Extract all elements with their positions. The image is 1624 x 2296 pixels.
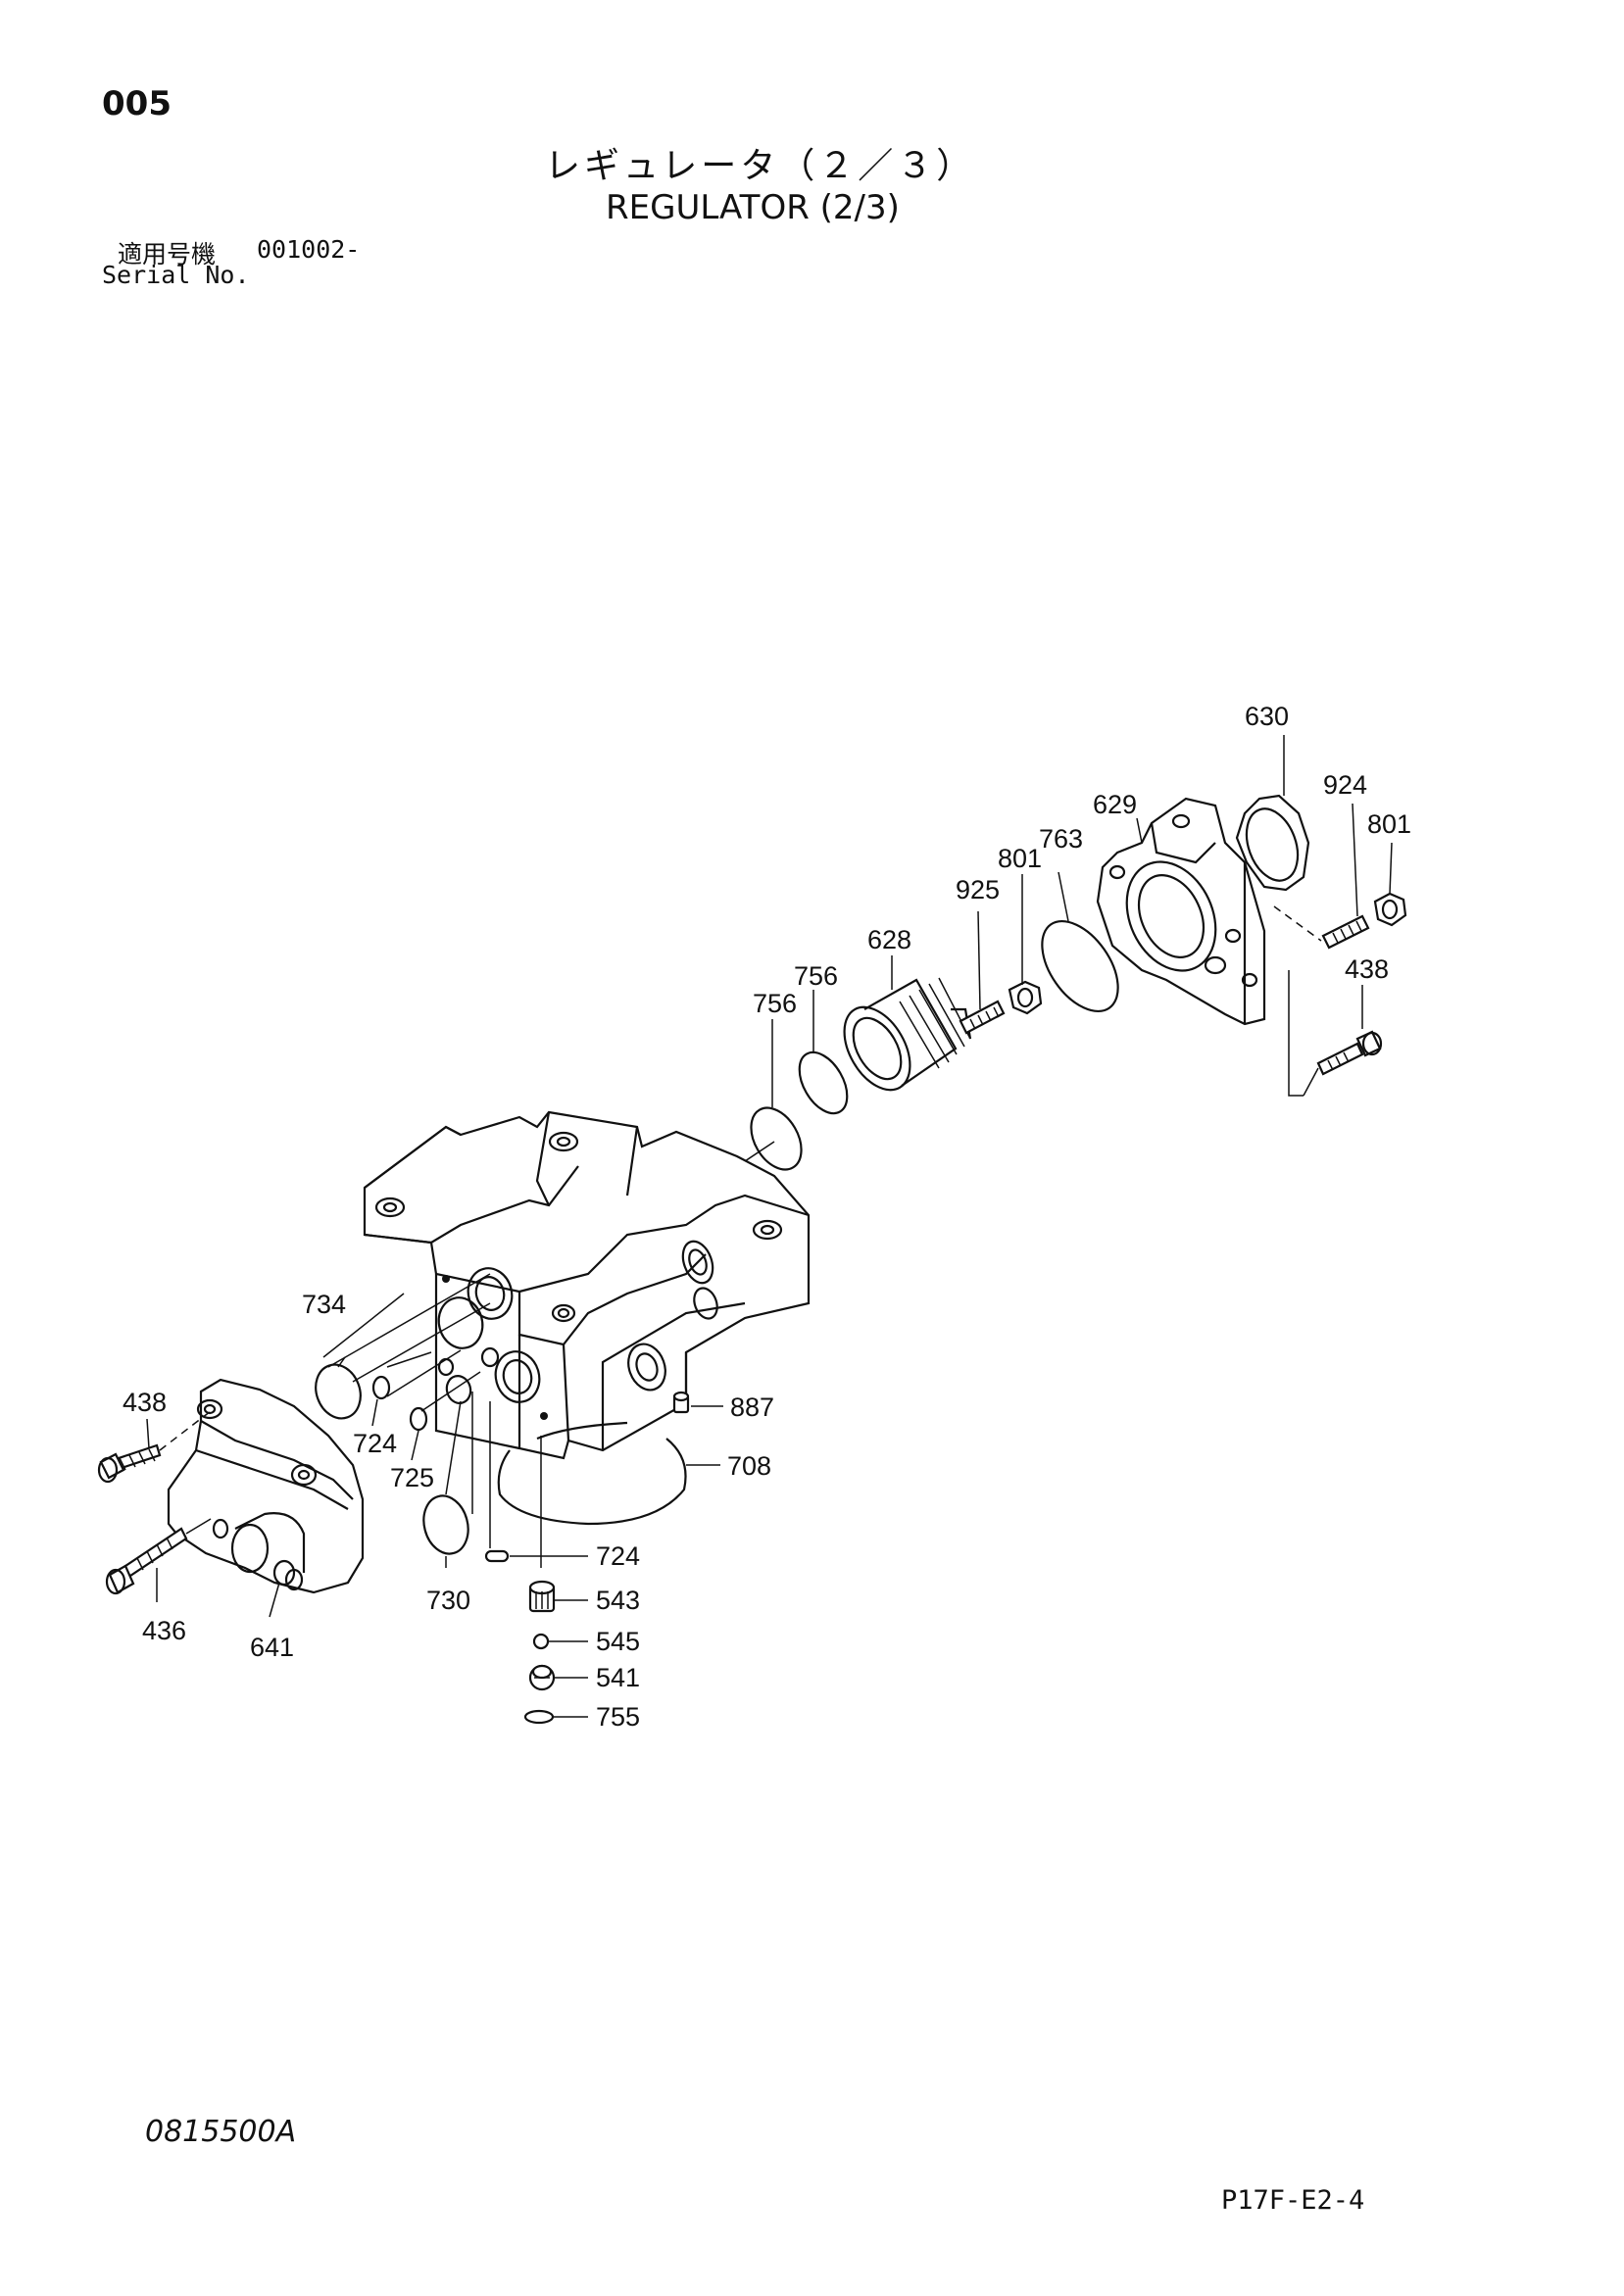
serial-label-english: Serial No. <box>102 261 250 289</box>
part-label-734: 734 <box>302 1290 346 1319</box>
part-label-641: 641 <box>250 1633 294 1662</box>
nut-801-b <box>1373 892 1407 927</box>
part-label-543: 543 <box>596 1586 640 1615</box>
part-label-725: 725 <box>390 1463 434 1492</box>
o-ring-756-b <box>798 1050 849 1115</box>
part-label-756-upper: 756 <box>794 961 838 991</box>
plug-541 <box>528 1664 556 1691</box>
leader-lines <box>146 735 1393 1718</box>
o-ring-545 <box>532 1633 550 1650</box>
part-label-801-left: 801 <box>998 844 1042 873</box>
o-ring-734 <box>315 1363 362 1420</box>
part-label-724-upper: 724 <box>353 1429 397 1458</box>
part-label-436: 436 <box>142 1616 186 1645</box>
nut-801-a <box>1008 980 1043 1015</box>
part-label-730: 730 <box>426 1586 470 1615</box>
page-code: P17F-E2-4 <box>1221 2185 1365 2216</box>
bolt-438-right <box>1288 970 1383 1097</box>
part-label-755: 755 <box>596 1702 640 1732</box>
o-ring-755 <box>523 1709 555 1725</box>
part-label-724-lower: 724 <box>596 1541 640 1571</box>
screw-925 <box>959 1000 1006 1035</box>
part-label-887: 887 <box>730 1392 774 1422</box>
plug-887 <box>672 1391 690 1414</box>
bolt-438-left <box>97 1410 212 1484</box>
title-english: REGULATOR (2/3) <box>606 188 900 227</box>
o-ring-756-a <box>750 1106 803 1171</box>
part-label-924: 924 <box>1323 770 1367 800</box>
part-label-629: 629 <box>1093 790 1137 819</box>
part-label-630: 630 <box>1245 702 1289 731</box>
o-ring-708 <box>497 1421 687 1526</box>
part-label-628: 628 <box>867 925 911 954</box>
o-ring-725 <box>409 1406 428 1432</box>
spool-628 <box>843 977 972 1092</box>
nut-630 <box>1235 794 1310 892</box>
serial-number-value: 001002- <box>257 235 361 264</box>
plug-543 <box>528 1580 556 1613</box>
cover-641 <box>167 1378 365 1594</box>
title-japanese: レギュレータ（２／３） <box>545 146 976 186</box>
part-label-756-lower: 756 <box>753 989 797 1018</box>
part-label-801-right: 801 <box>1367 809 1411 839</box>
part-label-545: 545 <box>596 1627 640 1656</box>
o-ring-724-upper <box>371 1375 391 1400</box>
part-label-541: 541 <box>596 1663 640 1692</box>
part-label-438-right: 438 <box>1345 954 1389 984</box>
page-number: 005 <box>102 84 172 123</box>
part-label-763: 763 <box>1039 824 1083 854</box>
pin-724-lower <box>484 1549 510 1563</box>
document-code: 0815500A <box>145 2115 297 2149</box>
regulator-body <box>363 1110 811 1460</box>
cover-629 <box>1096 797 1266 1026</box>
part-label-438-left: 438 <box>123 1388 167 1417</box>
o-ring-730 <box>422 1494 469 1555</box>
bolt-436 <box>105 1518 212 1595</box>
screw-924 <box>1273 905 1370 950</box>
part-label-708: 708 <box>727 1451 771 1481</box>
part-label-925: 925 <box>956 875 1000 904</box>
serial-label-japanese: 適用号機 <box>118 240 217 269</box>
o-ring-763 <box>1041 919 1119 1013</box>
